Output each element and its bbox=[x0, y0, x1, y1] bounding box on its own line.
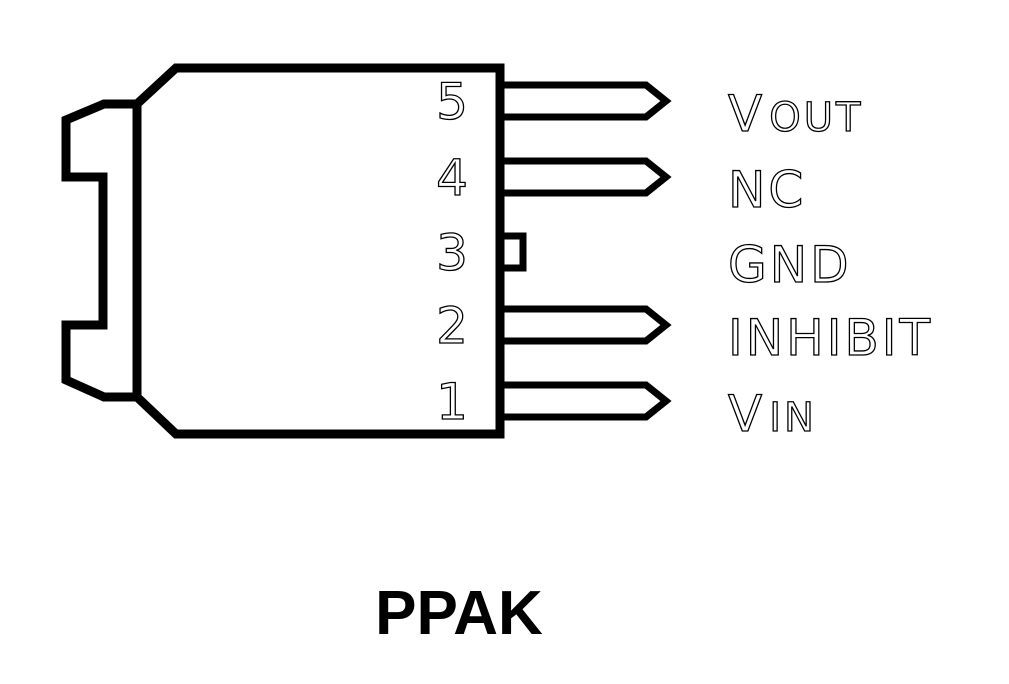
pin-label-4: NC bbox=[728, 161, 806, 219]
pin-label-main-3: GND bbox=[728, 236, 852, 294]
lead-stub-pin-3 bbox=[500, 232, 527, 272]
pin-number-4: 4 bbox=[436, 149, 468, 207]
pin-number-2: 2 bbox=[436, 297, 468, 355]
pin-label-2: INHIBIT bbox=[728, 309, 933, 367]
pin-label-sub-5: OUT bbox=[769, 95, 863, 141]
pin-label-main-2: INHIBIT bbox=[728, 309, 933, 367]
pin-label-3: GND bbox=[728, 236, 852, 294]
lead-pin-2 bbox=[500, 305, 672, 345]
pin-label-sub-1: IN bbox=[769, 395, 817, 441]
lead-pin-5 bbox=[500, 81, 672, 121]
package-tab bbox=[61, 99, 137, 402]
pin-number-1: 1 bbox=[436, 373, 468, 431]
pin-label-main-4: NC bbox=[728, 161, 806, 219]
package-body bbox=[132, 63, 505, 439]
lead-pin-1 bbox=[500, 381, 672, 421]
pin-label-main-1: V bbox=[728, 385, 765, 443]
pin-number-5: 5 bbox=[436, 73, 468, 131]
pin-label-main-5: V bbox=[728, 85, 765, 143]
package-name: PPAK bbox=[375, 579, 543, 648]
pin-number-3: 3 bbox=[436, 224, 468, 282]
lead-pin-4 bbox=[500, 157, 672, 197]
